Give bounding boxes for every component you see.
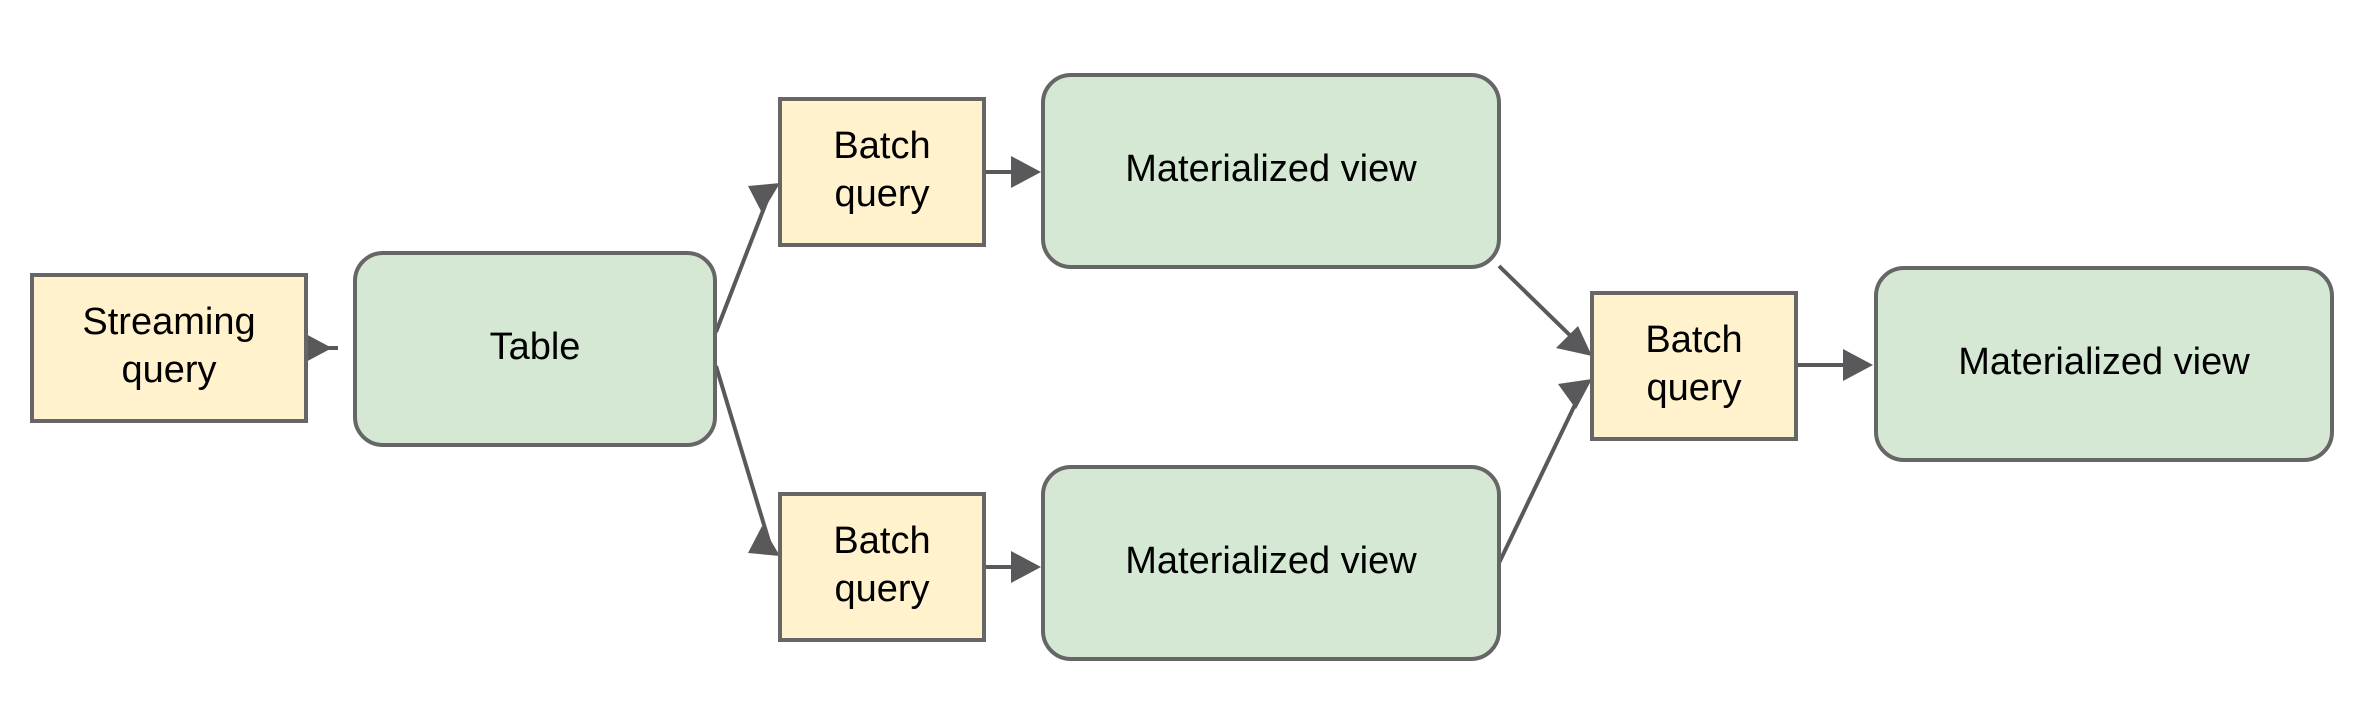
node-batch-query-bottom-shape (778, 492, 986, 642)
edge-table-to-batch-top-line (714, 189, 773, 333)
edge-batch-merge-to-mv-final-arrowhead-icon (1843, 349, 1873, 381)
edge-streaming-to-table-arrowhead-icon (302, 332, 332, 364)
node-batch-query-bottom-label: query (834, 568, 929, 610)
node-streaming-query-label: query (121, 349, 216, 391)
node-materialized-view-bottom[interactable]: Materialized view (1041, 465, 1501, 661)
node-table[interactable]: Table (353, 251, 717, 447)
node-batch-query-merge-shape (1590, 291, 1798, 441)
edge-batch-top-to-mv-top-arrowhead-icon (1011, 156, 1041, 188)
edge-layer (302, 156, 1873, 583)
node-materialized-view-bottom-label: Materialized view (1125, 540, 1417, 582)
edge-batch-bottom-to-mv-bottom-arrowhead-icon (1011, 551, 1041, 583)
edge-streaming-to-table (302, 332, 338, 364)
edge-mv-bottom-to-batch-merge-line (1497, 387, 1585, 564)
node-batch-query-bottom-label: Batch (833, 520, 930, 562)
node-streaming-query[interactable]: Streaming query (30, 273, 308, 423)
node-streaming-query-label: Streaming (82, 301, 255, 343)
edge-table-to-batch-top (714, 183, 780, 333)
node-batch-query-merge-label: Batch (1645, 319, 1742, 361)
edge-mv-top-to-batch-merge (1497, 264, 1592, 356)
node-table-label: Table (490, 326, 581, 368)
node-batch-query-top-label: Batch (833, 125, 930, 167)
node-materialized-view-final-label: Materialized view (1958, 341, 2250, 383)
node-batch-query-top-shape (778, 97, 986, 247)
edge-mv-bottom-to-batch-merge (1497, 379, 1592, 564)
node-batch-query-merge-label: query (1646, 367, 1741, 409)
node-materialized-view-top[interactable]: Materialized view (1041, 73, 1501, 269)
node-materialized-view-final[interactable]: Materialized view (1874, 266, 2334, 462)
edge-table-to-batch-bottom (714, 365, 780, 556)
node-streaming-query-shape (30, 273, 308, 423)
node-materialized-view-top-label: Materialized view (1125, 148, 1417, 190)
node-materialized-view-top-shape (1041, 73, 1501, 269)
edge-table-to-batch-bottom-line (714, 365, 773, 549)
edge-table-to-batch-bottom-arrowhead-icon (748, 526, 780, 556)
edge-batch-top-to-mv-top (984, 156, 1041, 188)
node-batch-query-merge[interactable]: Batch query (1590, 291, 1798, 441)
edge-mv-bottom-to-batch-merge-arrowhead-icon (1558, 379, 1592, 409)
node-materialized-view-bottom-shape (1041, 465, 1501, 661)
edge-table-to-batch-top-arrowhead-icon (748, 183, 780, 213)
edge-batch-merge-to-mv-final (1797, 349, 1873, 381)
node-batch-query-top-label: query (834, 173, 929, 215)
edge-batch-bottom-to-mv-bottom (984, 551, 1041, 583)
edge-mv-top-to-batch-merge-arrowhead-icon (1556, 326, 1592, 356)
node-batch-query-bottom[interactable]: Batch query (778, 492, 986, 642)
node-table-shape (353, 251, 717, 447)
edge-mv-top-to-batch-merge-line (1497, 264, 1585, 350)
node-materialized-view-final-shape (1874, 266, 2334, 462)
node-batch-query-top[interactable]: Batch query (778, 97, 986, 247)
node-layer: StreamingqueryTableBatchqueryMaterialize… (30, 73, 2334, 661)
